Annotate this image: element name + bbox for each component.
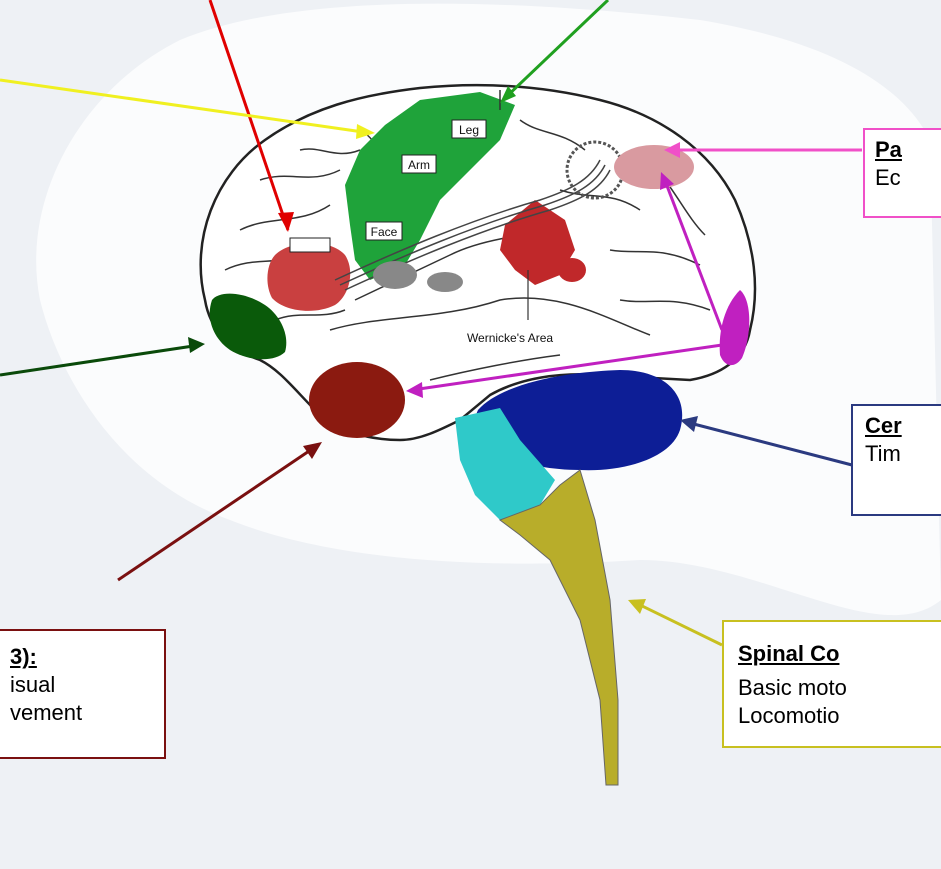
- arrow-olive: [634, 602, 722, 645]
- spinal-label-box: Spinal Co Basic moto Locomotio: [722, 620, 941, 748]
- spinal-line-1: Basic moto: [738, 674, 927, 702]
- cerebellum-line-1: Tim: [865, 440, 929, 468]
- gray-patch-2: [427, 272, 463, 292]
- wernicke-label: Wernicke's Area: [467, 331, 553, 345]
- face-label: Face: [366, 222, 402, 240]
- parietal-patch: [614, 145, 694, 189]
- svg-text:Face: Face: [371, 225, 398, 239]
- svg-text:Leg: Leg: [459, 123, 479, 137]
- leg-label: Leg: [452, 120, 486, 138]
- fef-region: [309, 362, 405, 438]
- broca-box: [290, 238, 330, 252]
- broca-region: [267, 243, 350, 311]
- arm-label: Arm: [402, 155, 436, 173]
- fef-label-box: 3): isual vement: [0, 629, 166, 759]
- spinal-line-2: Locomotio: [738, 702, 927, 730]
- parietal-line-1: Ec: [875, 164, 931, 192]
- cerebellum-title: Cer: [865, 412, 929, 440]
- cerebellum-label-box: Cer Tim: [851, 404, 941, 516]
- fef-line-2: vement: [10, 699, 154, 727]
- parietal-title: Pa: [875, 136, 931, 164]
- fef-line-1: isual: [10, 671, 154, 699]
- fef-title: 3):: [10, 643, 154, 671]
- parietal-label-box: Pa Ec: [863, 128, 941, 218]
- svg-text:Arm: Arm: [408, 158, 430, 172]
- auditory-small-region: [558, 258, 586, 282]
- spinal-title: Spinal Co: [738, 640, 927, 668]
- gray-patch: [373, 261, 417, 289]
